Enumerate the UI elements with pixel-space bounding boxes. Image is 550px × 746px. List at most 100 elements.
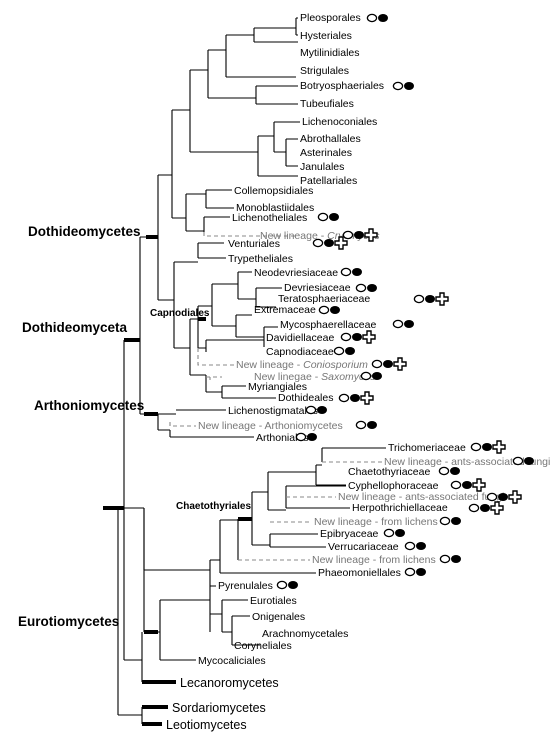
- tip-arthoniales: Arthoniales: [256, 432, 309, 444]
- hollow-oval-icon: [392, 81, 404, 91]
- hollow-oval-icon: [439, 516, 451, 526]
- hollow-oval-icon: [355, 283, 367, 293]
- filled-oval-icon: [372, 372, 382, 380]
- hollow-oval-icon: [360, 371, 372, 381]
- hollow-oval-icon: [404, 567, 416, 577]
- tip-leotiomycetes: Leotiomycetes: [166, 718, 247, 732]
- tip-chaetothyriaceae: Chaetothyriaceae: [348, 466, 430, 478]
- filled-oval-icon: [425, 295, 435, 303]
- label-chaetothyriales: Chaetothyriales: [176, 501, 251, 512]
- filled-oval-icon: [345, 347, 355, 355]
- tip-mytilinidiales: Mytilinidiales: [300, 47, 360, 59]
- tip-lichenoconiales: Lichenoconiales: [302, 116, 377, 128]
- tip-epibryaceae: Epibryaceae: [320, 528, 379, 540]
- tip-davidiellaceae: Davidiellaceae: [266, 332, 334, 344]
- label-arthoniomycetes: Arthoniomycetes: [34, 398, 144, 413]
- tip-coryneliales: Coryneliales: [234, 640, 292, 652]
- filled-oval-icon: [462, 481, 472, 489]
- hollow-oval-icon: [366, 13, 378, 23]
- tip-mycosphaerellaceae: Mycosphaerellaceae: [280, 319, 376, 331]
- hollow-oval-icon: [438, 466, 450, 476]
- filled-oval-icon: [416, 568, 426, 576]
- tip-pleosporales: Pleosporales: [300, 12, 361, 24]
- hollow-oval-icon: [371, 359, 383, 369]
- tip-collemopsidiales: Collemopsidiales: [234, 185, 313, 197]
- hollow-oval-icon: [317, 212, 329, 222]
- tip-herpothrichiellaceae: Herpothrichiellaceae: [352, 502, 448, 514]
- tip-phaeomoniellales: Phaeomoniellales: [318, 567, 401, 579]
- hollow-oval-icon: [312, 238, 324, 248]
- hollow-oval-icon: [340, 267, 352, 277]
- hollow-oval-icon: [333, 346, 345, 356]
- filled-oval-icon: [395, 529, 405, 537]
- hollow-oval-icon: [318, 305, 330, 315]
- cross-icon: [490, 501, 504, 515]
- branches: [117, 17, 386, 725]
- filled-oval-icon: [367, 421, 377, 429]
- tip-trichomeriaceae: Trichomeriaceae: [388, 442, 466, 454]
- label-eurotiomycetes: Eurotiomycetes: [18, 614, 119, 629]
- hollow-oval-icon: [512, 456, 524, 466]
- hollow-oval-icon: [305, 405, 317, 415]
- tip-teratosphaeriaceae: Teratosphaeriaceae: [278, 293, 370, 305]
- filled-oval-icon: [451, 517, 461, 525]
- filled-oval-icon: [329, 213, 339, 221]
- filled-oval-icon: [317, 406, 327, 414]
- hollow-oval-icon: [276, 580, 288, 590]
- filled-oval-icon: [383, 360, 393, 368]
- filled-oval-icon: [482, 443, 492, 451]
- filled-oval-icon: [288, 581, 298, 589]
- filled-oval-icon: [498, 493, 508, 501]
- tip-lichenostigmatales: Lichenostigmatales: [228, 405, 318, 417]
- tip-myriangiales: Myriangiales: [248, 381, 307, 393]
- tip-venturiales: Venturiales: [228, 238, 280, 250]
- hollow-oval-icon: [470, 442, 482, 452]
- hollow-oval-icon: [355, 420, 367, 430]
- cross-icon: [435, 292, 449, 306]
- tip-verrucariaceae: Verrucariaceae: [328, 541, 399, 553]
- filled-oval-icon: [480, 504, 490, 512]
- filled-oval-icon: [416, 542, 426, 550]
- tip-labels: Pleosporales Hysteriales Mytilinidiales …: [166, 12, 550, 732]
- tip-arachnomycetales: Arachnomycetales: [262, 628, 348, 640]
- hollow-oval-icon: [383, 528, 395, 538]
- filled-oval-icon: [451, 555, 461, 563]
- tip-sordariomycetes: Sordariomycetes: [172, 701, 266, 715]
- filled-oval-icon: [354, 231, 364, 239]
- hollow-oval-icon: [392, 319, 404, 329]
- tip-new-lineage-arthoniomycetes: New lineage - Arthoniomycetes: [198, 420, 343, 432]
- hollow-oval-icon: [450, 480, 462, 490]
- tip-new-lineage-coniosporium: New lineage - Coniosporium: [236, 359, 368, 371]
- tip-new-lineage-ants-2: New lineage - ants-associated fungi: [338, 491, 504, 503]
- hollow-oval-icon: [338, 393, 350, 403]
- filled-oval-icon: [404, 82, 414, 90]
- cross-icon: [360, 391, 374, 405]
- tip-capnodiaceae: Capnodiaceae: [266, 346, 334, 358]
- tip-janulales: Janulales: [300, 161, 344, 173]
- tip-trypetheliales: Trypetheliales: [228, 253, 293, 265]
- tip-asterinales: Asterinales: [300, 147, 352, 159]
- label-dothideomycetes: Dothideomycetes: [28, 224, 141, 239]
- cross-icon: [393, 357, 407, 371]
- hollow-oval-icon: [468, 503, 480, 513]
- class-labels: Dothideomycetes Dothideomyceta Arthoniom…: [18, 224, 251, 629]
- tip-cyphellophoraceae: Cyphellophoraceae: [348, 480, 439, 492]
- cross-icon: [362, 330, 376, 344]
- hollow-oval-icon: [342, 230, 354, 240]
- tip-hysteriales: Hysteriales: [300, 30, 352, 42]
- cross-icon: [472, 478, 486, 492]
- filled-oval-icon: [367, 284, 377, 292]
- hollow-oval-icon: [404, 541, 416, 551]
- filled-oval-icon: [352, 268, 362, 276]
- tip-new-lineage-lichens-2: New lineage - from lichens: [312, 554, 436, 566]
- label-dothideomyceta: Dothideomyceta: [22, 320, 128, 335]
- tip-dothideales: Dothideales: [278, 392, 333, 404]
- cross-icon: [508, 490, 522, 504]
- filled-oval-icon: [404, 320, 414, 328]
- tip-tubeufiales: Tubeufiales: [300, 98, 354, 110]
- tip-lecanoromycetes: Lecanoromycetes: [180, 676, 279, 690]
- hollow-oval-icon: [340, 332, 352, 342]
- tip-pyrenulales: Pyrenulales: [218, 580, 273, 592]
- hollow-oval-icon: [439, 554, 451, 564]
- tip-devriesiaceae: Devriesiaceae: [284, 282, 351, 294]
